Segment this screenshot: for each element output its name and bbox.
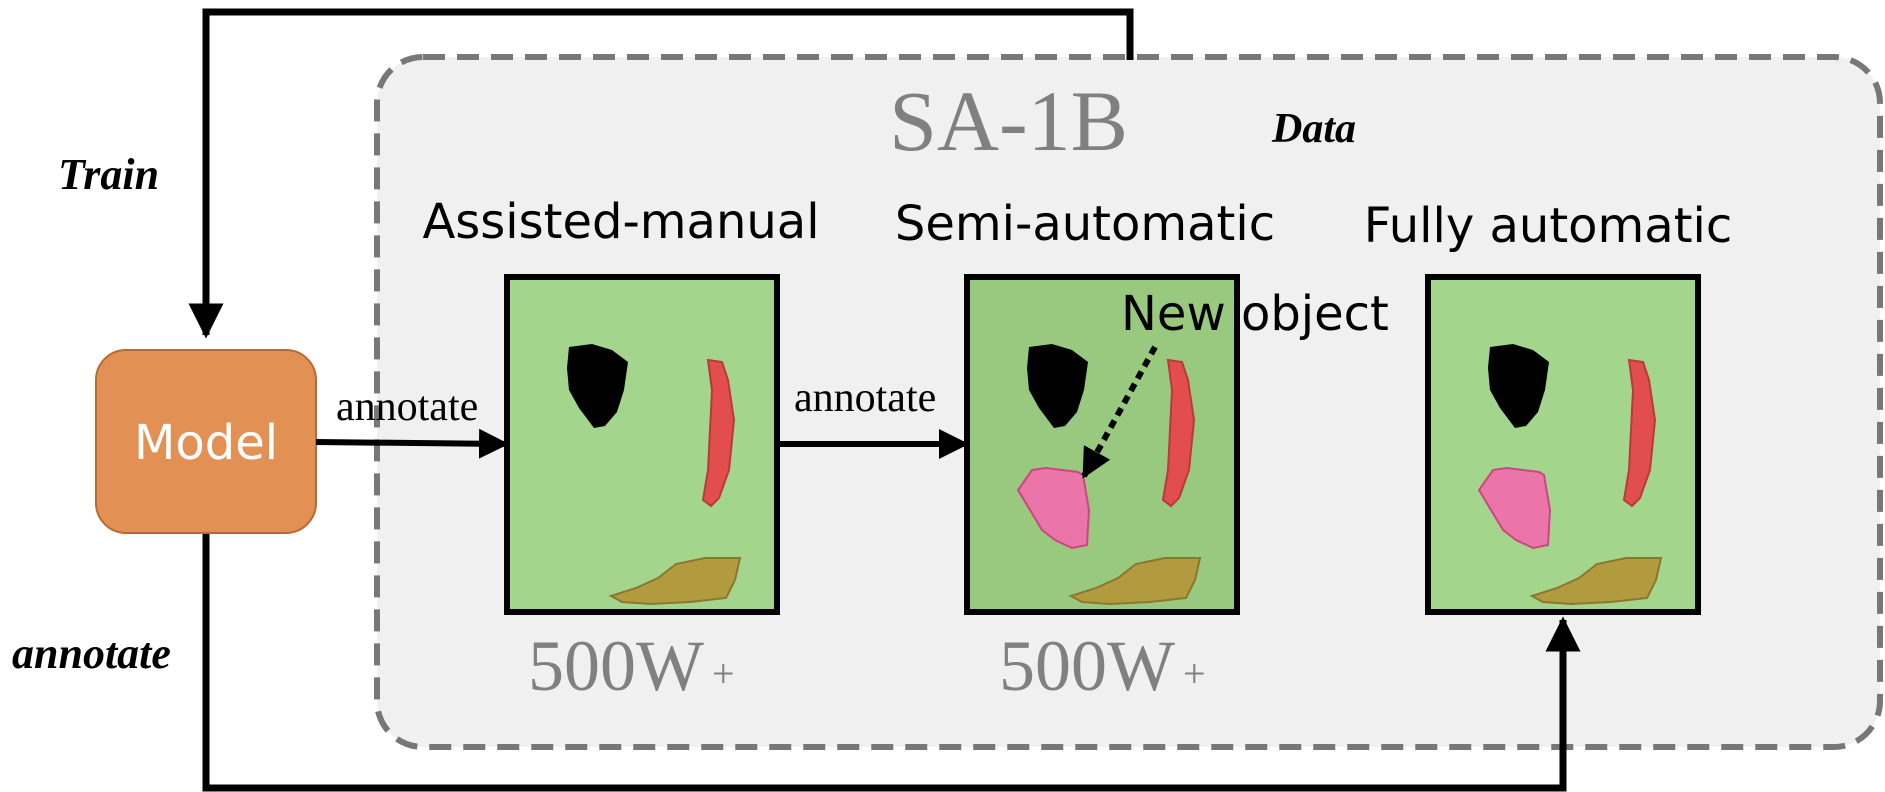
- model-label: Model: [134, 415, 278, 471]
- train-loop-line: [188, 8, 1134, 339]
- stage2-count-suffix: +: [1183, 651, 1206, 696]
- model-to-stage1-arrow: [315, 428, 509, 459]
- mask-red: [1622, 358, 1657, 508]
- stage-title-fully-automatic: Fully automatic: [1364, 198, 1732, 254]
- dotted-arrow-icon: [1081, 345, 1158, 479]
- mask-pink: [1477, 466, 1552, 550]
- new-object-callout: New object: [1121, 286, 1389, 342]
- stage1-count-suffix: +: [712, 651, 735, 696]
- mask-red: [701, 358, 736, 508]
- dataset-title: SA-1B: [889, 73, 1128, 169]
- mask-red: [1161, 358, 1196, 508]
- train-label: Train: [58, 150, 159, 199]
- mask-olive: [1068, 557, 1202, 606]
- mask-pink: [1016, 466, 1091, 550]
- stage-image-fully-automatic: [1425, 274, 1701, 615]
- stage-image-assisted-manual: [504, 274, 780, 615]
- stage1-count: 500W: [528, 626, 704, 706]
- mask-olive: [1529, 557, 1663, 606]
- arrow-label-2: annotate: [794, 375, 936, 421]
- arrow-label-1: annotate: [336, 384, 478, 430]
- dataset-title-suffix: Data: [1271, 106, 1356, 152]
- stage-title-assisted-manual: Assisted-manual: [422, 194, 819, 250]
- stage-title-semi-automatic: Semi-automatic: [895, 196, 1275, 252]
- stage2-count: 500W: [999, 626, 1175, 706]
- loop-annotate-label: annotate: [12, 629, 171, 678]
- annotate-loop-line: [202, 532, 1581, 792]
- mask-black: [1027, 344, 1088, 428]
- mask-black: [567, 344, 628, 428]
- stage-image-semi-automatic: [964, 274, 1240, 615]
- model-box: [95, 349, 317, 534]
- mask-black: [1488, 344, 1549, 428]
- mask-olive: [608, 557, 742, 606]
